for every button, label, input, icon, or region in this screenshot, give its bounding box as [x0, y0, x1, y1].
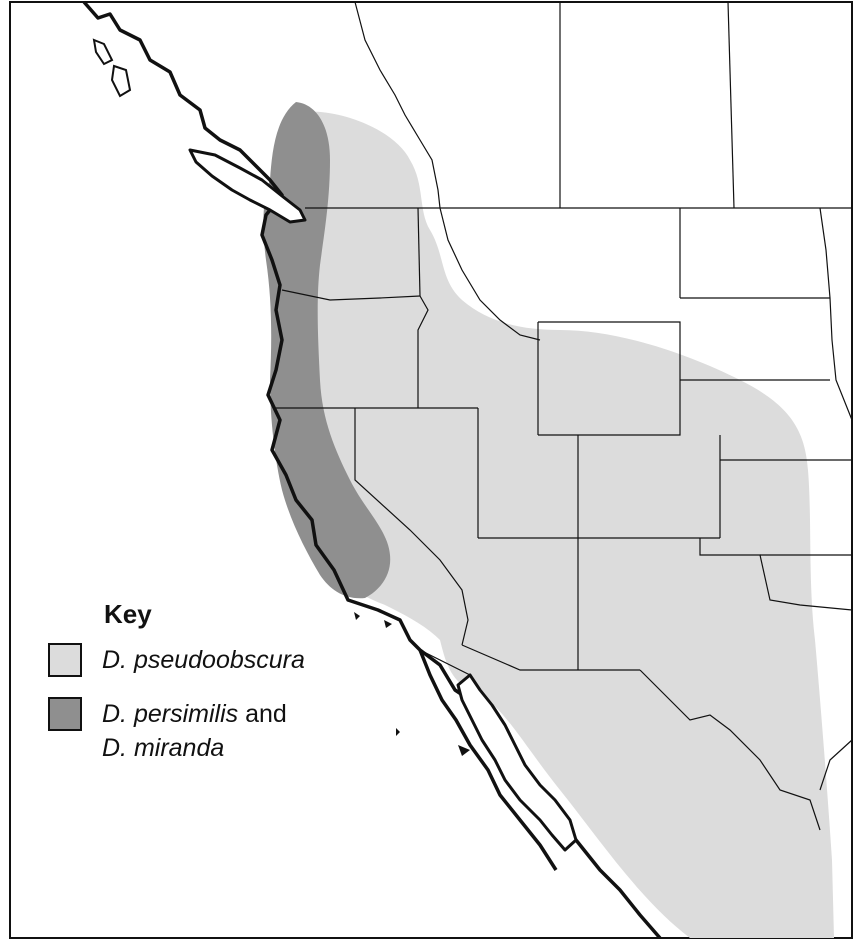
island-3 [396, 728, 400, 736]
legend-item-persimilis-miranda: D. persimilis and D. miranda [48, 696, 368, 765]
conjunction: and [245, 699, 287, 728]
vancouver-island [188, 148, 307, 224]
legend-swatch-dark [48, 696, 82, 731]
legend-item-pseudoobscura: D. pseudoobscura [48, 642, 368, 677]
island-2 [384, 620, 392, 628]
map-legend: Key D. pseudoobscura D. persimilis and D… [48, 600, 368, 785]
political-borders [276, 1, 853, 831]
legend-label-pseudoobscura: D. pseudoobscura [102, 643, 305, 677]
species-name: D. persimilis [102, 699, 239, 728]
legend-label-persimilis-miranda: D. persimilis and D. miranda [102, 697, 287, 765]
legend-title: Key [104, 599, 152, 629]
baja-west-coast [418, 649, 558, 871]
island-1 [354, 612, 360, 620]
species-name: D. miranda [102, 733, 225, 762]
island-6 [110, 64, 132, 98]
gulf-of-california [456, 673, 578, 852]
range-persimilis-miranda [263, 102, 391, 599]
species-name: D. pseudoobscura [102, 645, 305, 674]
island-4 [458, 745, 470, 756]
legend-swatch-light [48, 642, 82, 677]
range-pseudoobscura [300, 111, 834, 939]
island-5 [92, 38, 114, 66]
